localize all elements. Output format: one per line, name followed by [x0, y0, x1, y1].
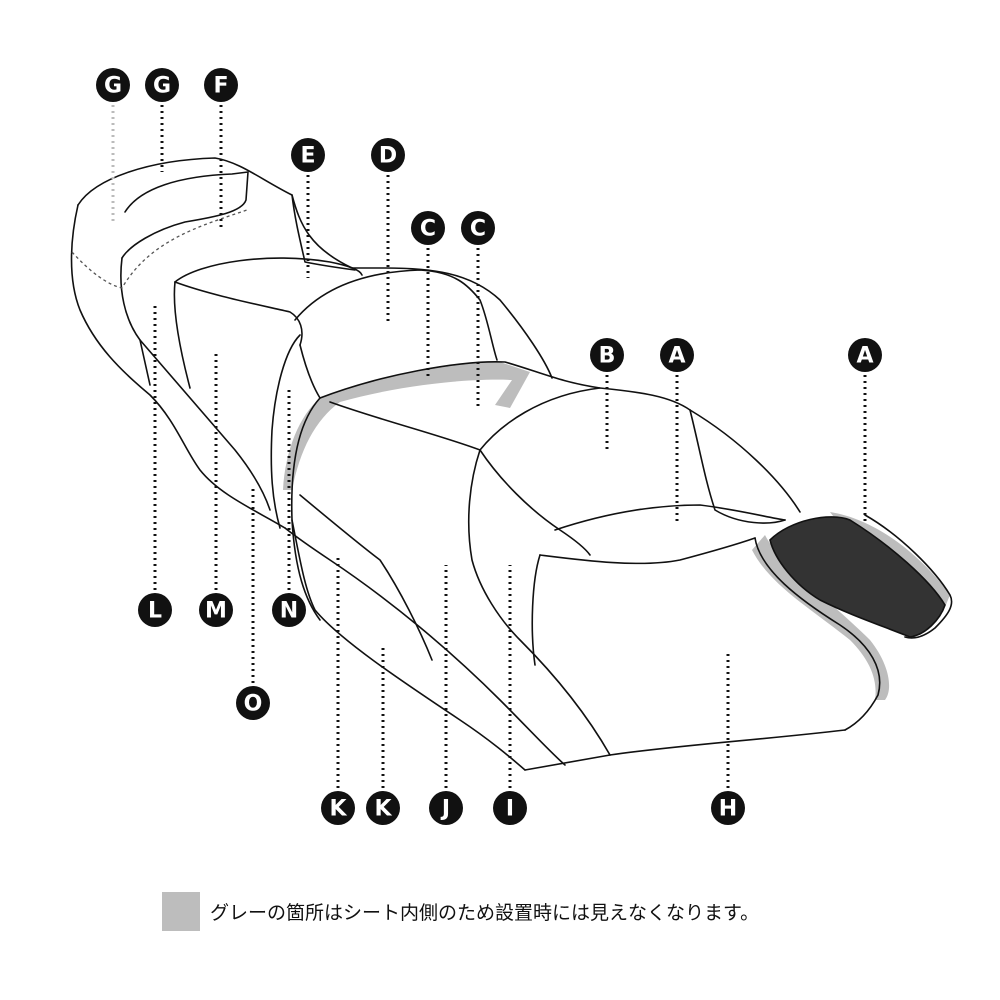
- marker-letter: C: [420, 217, 436, 242]
- marker-circle: [848, 338, 882, 372]
- marker-circle: [138, 593, 172, 627]
- marker-letter: I: [506, 797, 514, 822]
- marker-letter: G: [153, 74, 171, 99]
- marker-letter: K: [329, 797, 347, 822]
- marker-letter: A: [856, 344, 873, 369]
- hidden-seam-dashed: [71, 209, 248, 289]
- marker-letter: H: [719, 797, 737, 822]
- legend-gray-swatch: [162, 892, 200, 931]
- part-marker-e: E: [291, 138, 325, 172]
- marker-letter: A: [668, 344, 685, 369]
- part-marker-n: N: [272, 593, 306, 627]
- part-marker-i: I: [493, 791, 527, 825]
- marker-circle: [411, 211, 445, 245]
- marker-circle: [590, 338, 624, 372]
- marker-letter: N: [280, 599, 298, 624]
- marker-circle: [660, 338, 694, 372]
- marker-letter: L: [148, 599, 162, 624]
- part-marker-a: A: [848, 338, 882, 372]
- part-marker-l: L: [138, 593, 172, 627]
- legend-text: グレーの箇所はシート内側のため設置時には見えなくなります。: [210, 902, 760, 924]
- marker-circle: [204, 68, 238, 102]
- hidden-area-front-band: [283, 362, 530, 490]
- marker-letter: K: [374, 797, 392, 822]
- part-marker-j: J: [429, 791, 463, 825]
- tank-grip-pad: [769, 516, 946, 638]
- part-marker-b: B: [590, 338, 624, 372]
- part-marker-o: O: [236, 686, 270, 720]
- legend: グレーの箇所はシート内側のため設置時には見えなくなります。: [162, 892, 759, 931]
- part-marker-m: M: [199, 593, 233, 627]
- marker-circle: [199, 593, 233, 627]
- part-marker-a: A: [660, 338, 694, 372]
- part-marker-k: K: [366, 791, 400, 825]
- part-marker-d: D: [371, 138, 405, 172]
- marker-letter: O: [244, 692, 263, 717]
- marker-circle: [366, 791, 400, 825]
- marker-letter: D: [379, 144, 397, 169]
- marker-circle: [236, 686, 270, 720]
- marker-circle: [321, 791, 355, 825]
- part-marker-h: H: [711, 791, 745, 825]
- marker-letter: G: [104, 74, 122, 99]
- marker-letter: J: [440, 797, 450, 822]
- marker-circle: [461, 211, 495, 245]
- marker-circle: [493, 791, 527, 825]
- hidden-area-side: [752, 535, 890, 700]
- marker-letter: B: [599, 344, 616, 369]
- marker-circle: [711, 791, 745, 825]
- marker-circle: [371, 138, 405, 172]
- marker-letter: C: [470, 217, 486, 242]
- marker-circle: [145, 68, 179, 102]
- part-marker-c: C: [461, 211, 495, 245]
- part-marker-k: K: [321, 791, 355, 825]
- part-marker-f: F: [204, 68, 238, 102]
- marker-circle: [272, 593, 306, 627]
- part-marker-c: C: [411, 211, 445, 245]
- marker-circle: [96, 68, 130, 102]
- marker-circle: [291, 138, 325, 172]
- part-marker-g: G: [145, 68, 179, 102]
- seat-outline: [70, 157, 953, 771]
- marker-circle: [429, 791, 463, 825]
- marker-letter: M: [205, 599, 227, 624]
- marker-letter: F: [213, 74, 228, 99]
- part-marker-g: G: [96, 68, 130, 102]
- marker-letter: E: [300, 144, 315, 169]
